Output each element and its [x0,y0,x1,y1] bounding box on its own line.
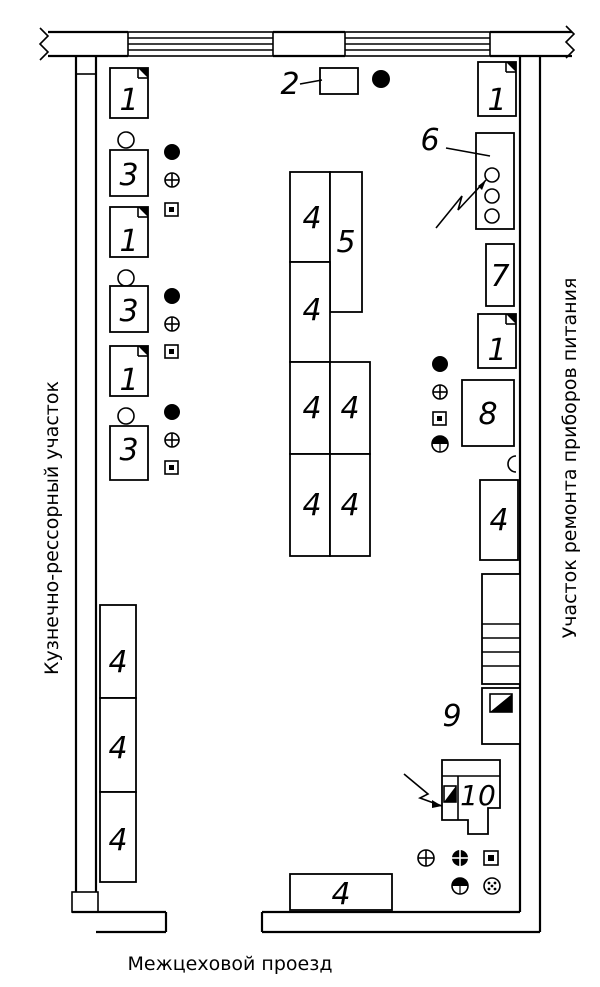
center-benches: 4 5 4 4 4 4 4 [289,171,371,557]
svg-text:5: 5 [336,225,355,260]
wall-break-left [38,27,50,61]
svg-text:4: 4 [302,391,321,426]
svg-text:4: 4 [108,823,127,858]
split-circle-icon [451,877,469,895]
left-side-label: Кузнечно-рессорный участок [41,381,63,675]
svg-text:3: 3 [119,294,138,329]
filled-crosshair-icon [452,850,468,866]
svg-text:8: 8 [478,397,497,432]
equipment-1-c: 1 [109,345,149,398]
equipment-2: 2 [280,67,390,102]
equipment-4-bottom: 4 [289,873,393,912]
svg-text:4: 4 [302,293,321,328]
svg-text:1: 1 [119,83,138,118]
fixture-icon [507,455,517,473]
svg-text:4: 4 [340,391,359,426]
column-bottom-left [71,891,99,913]
left-workstations: 1 3 1 3 1 [109,67,180,481]
svg-text:3: 3 [119,433,138,468]
dotted-circle-icon [483,877,501,895]
equipment-7: 7 [485,243,515,307]
svg-text:1: 1 [487,83,506,118]
svg-text:6: 6 [420,123,439,158]
power-outlet-icon [164,288,180,304]
shelving-rack [481,573,521,685]
svg-text:4: 4 [302,488,321,523]
equipment-4-right: 4 [479,479,519,561]
svg-text:4: 4 [108,731,127,766]
svg-text:4: 4 [331,877,350,912]
power-outlet-icon [372,70,390,88]
walls [38,25,576,934]
svg-text:4: 4 [302,201,321,236]
svg-text:1: 1 [487,333,506,368]
square-outlet-icon [164,344,179,359]
crosshair-icon [164,432,180,448]
lightning-icon [403,773,443,807]
equipment-1-a: 1 [109,67,149,119]
equipment-1-b: 1 [109,206,149,259]
bottom-label: Межцеховой проезд [128,953,333,975]
lightning-icon [435,179,487,229]
equipment-1-e: 1 [477,313,517,369]
svg-text:2: 2 [280,67,299,102]
equipment-3-b: 3 [109,285,149,333]
crosshair-icon [417,849,435,867]
svg-text:10: 10 [460,779,496,812]
crosshair-icon [432,384,448,400]
equipment-3-c: 3 [109,425,149,481]
right-side-label: Участок ремонта приборов питания [559,278,581,639]
equipment-9: 9 [442,687,521,745]
square-outlet-icon [432,411,447,426]
svg-text:4: 4 [489,503,508,538]
svg-text:1: 1 [119,224,138,259]
equipment-3-a: 3 [109,149,149,197]
right-equipment: 1 6 7 1 [403,61,521,895]
crosshair-icon [164,316,180,332]
wall-break-right [564,25,576,59]
square-outlet-icon [483,850,499,866]
svg-text:3: 3 [119,158,138,193]
square-outlet-icon [164,460,179,475]
split-circle-icon [431,435,449,453]
left-tables: 4 4 4 [99,604,137,883]
power-outlet-icon [164,144,180,160]
power-outlet-icon [164,404,180,420]
column-top-left [75,55,97,75]
power-outlet-icon [432,356,448,372]
equipment-8: 8 [461,379,515,447]
svg-text:9: 9 [442,699,461,734]
svg-text:7: 7 [490,259,509,294]
svg-text:1: 1 [119,363,138,398]
square-outlet-icon [164,202,179,217]
svg-text:4: 4 [108,645,127,680]
crosshair-icon [164,172,180,188]
equipment-10: 10 [403,759,501,835]
svg-text:4: 4 [340,488,359,523]
equipment-1-d: 1 [477,61,517,118]
equipment-6: 6 [420,123,515,230]
